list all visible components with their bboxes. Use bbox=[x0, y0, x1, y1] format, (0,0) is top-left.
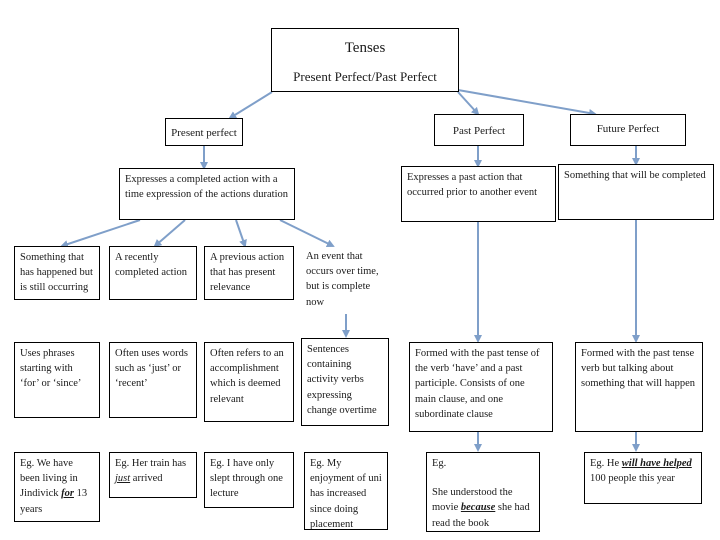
col2-usage: Often uses words such as ‘just’ or ‘rece… bbox=[109, 342, 197, 418]
col2-meaning: A recently completed action bbox=[109, 246, 197, 300]
future-perfect-definition: Something that will be completed bbox=[558, 164, 714, 220]
past-perfect-header: Past Perfect bbox=[434, 114, 524, 146]
future-perfect-example: Eg. He will have helped 100 people this … bbox=[584, 452, 702, 504]
past-perfect-example-pre: She understood the movie bbox=[432, 487, 513, 514]
future-perfect-definition-text: Something that will be completed bbox=[564, 170, 706, 181]
root-title: Tenses bbox=[344, 40, 386, 56]
past-perfect-example-spacer bbox=[432, 471, 534, 485]
past-perfect-header-label: Past Perfect bbox=[452, 125, 506, 137]
arrow-definition-to-col3 bbox=[235, 219, 247, 248]
past-perfect-example-emphasis: because bbox=[460, 502, 496, 514]
future-perfect-usage-text: Formed with the past tense verb but talk… bbox=[581, 348, 696, 390]
arrow-root-to-future-perfect bbox=[457, 89, 597, 117]
col1-usage: Uses phrases starting with ‘for’ or ‘sin… bbox=[14, 342, 100, 418]
future-perfect-example-pre: Eg. He bbox=[590, 458, 622, 469]
future-perfect-header: Future Perfect bbox=[570, 114, 686, 146]
col4-usage: Sentences containing activity verbs expr… bbox=[301, 338, 389, 426]
col1-meaning: Something that has happened but is still… bbox=[14, 246, 100, 300]
future-perfect-example-post: 100 people this year bbox=[590, 473, 675, 485]
past-perfect-usage-text: Formed with the past tense of the verb ‘… bbox=[415, 348, 540, 420]
col4-meaning-text: An event that occurs over time, but is c… bbox=[306, 251, 379, 308]
present-perfect-definition-text: Expresses a completed action with a time… bbox=[125, 174, 289, 201]
col1-example-emphasis: for bbox=[61, 488, 74, 500]
col3-example: Eg. I have only slept through one lectur… bbox=[204, 452, 294, 508]
col1-meaning-text: Something that has happened but is still… bbox=[20, 252, 93, 294]
present-perfect-header-label: Present perfect bbox=[171, 127, 237, 139]
future-perfect-example-emphasis: will have helped bbox=[621, 458, 692, 469]
past-perfect-usage: Formed with the past tense of the verb ‘… bbox=[409, 342, 553, 432]
present-perfect-definition: Expresses a completed action with a time… bbox=[119, 168, 295, 220]
col1-example: Eg. We have been living in Jindivick for… bbox=[14, 452, 100, 522]
past-perfect-example-label: Eg. bbox=[432, 458, 447, 469]
past-perfect-definition-text: Expresses a past action that occurred pr… bbox=[407, 172, 538, 199]
col4-example: Eg. My enjoyment of uni has increased si… bbox=[304, 452, 388, 530]
col3-meaning: A previous action that has present relev… bbox=[204, 246, 294, 300]
arrow-root-to-past-perfect bbox=[457, 91, 480, 116]
future-perfect-header-label: Future Perfect bbox=[596, 123, 660, 135]
root-subtitle: Present Perfect/Past Perfect bbox=[293, 68, 437, 84]
arrow-definition-to-col2 bbox=[153, 219, 186, 248]
col3-example-text: Eg. I have only slept through one lectur… bbox=[210, 458, 283, 500]
col4-example-text: Eg. My enjoyment of uni has increased si… bbox=[310, 458, 382, 530]
col3-usage-text: Often refers to an accomplishment which … bbox=[210, 348, 284, 405]
arrow-definition-to-col1 bbox=[60, 219, 141, 248]
col1-usage-text: Uses phrases starting with ‘for’ or ‘sin… bbox=[20, 348, 82, 390]
col2-example-emphasis: just bbox=[115, 473, 131, 485]
col2-example: Eg. Her train has just arrived bbox=[109, 452, 197, 498]
root-node: Tenses Present Perfect/Past Perfect bbox=[271, 28, 459, 92]
past-perfect-definition: Expresses a past action that occurred pr… bbox=[401, 166, 556, 222]
col2-example-post: arrived bbox=[130, 473, 163, 485]
col2-usage-text: Often uses words such as ‘just’ or ‘rece… bbox=[115, 348, 188, 390]
col1-example-pre: Eg. We have been living in Jindivick bbox=[20, 458, 78, 500]
col2-example-pre: Eg. Her train has bbox=[115, 458, 187, 469]
col1-example-post: 13 years bbox=[20, 488, 88, 515]
arrow-definition-to-col4 bbox=[279, 219, 335, 247]
col2-meaning-text: A recently completed action bbox=[115, 252, 188, 279]
past-perfect-example: Eg. She understood the movie because she… bbox=[426, 452, 540, 532]
future-perfect-usage: Formed with the past tense verb but talk… bbox=[575, 342, 703, 432]
col3-meaning-text: A previous action that has present relev… bbox=[210, 252, 285, 294]
arrow-root-to-present-perfect bbox=[228, 91, 273, 120]
present-perfect-header: Present perfect bbox=[165, 118, 243, 146]
col3-usage: Often refers to an accomplishment which … bbox=[204, 342, 294, 422]
col4-usage-text: Sentences containing activity verbs expr… bbox=[307, 344, 377, 416]
past-perfect-example-post: she had read the book bbox=[432, 502, 530, 529]
col4-meaning: An event that occurs over time, but is c… bbox=[301, 246, 387, 314]
